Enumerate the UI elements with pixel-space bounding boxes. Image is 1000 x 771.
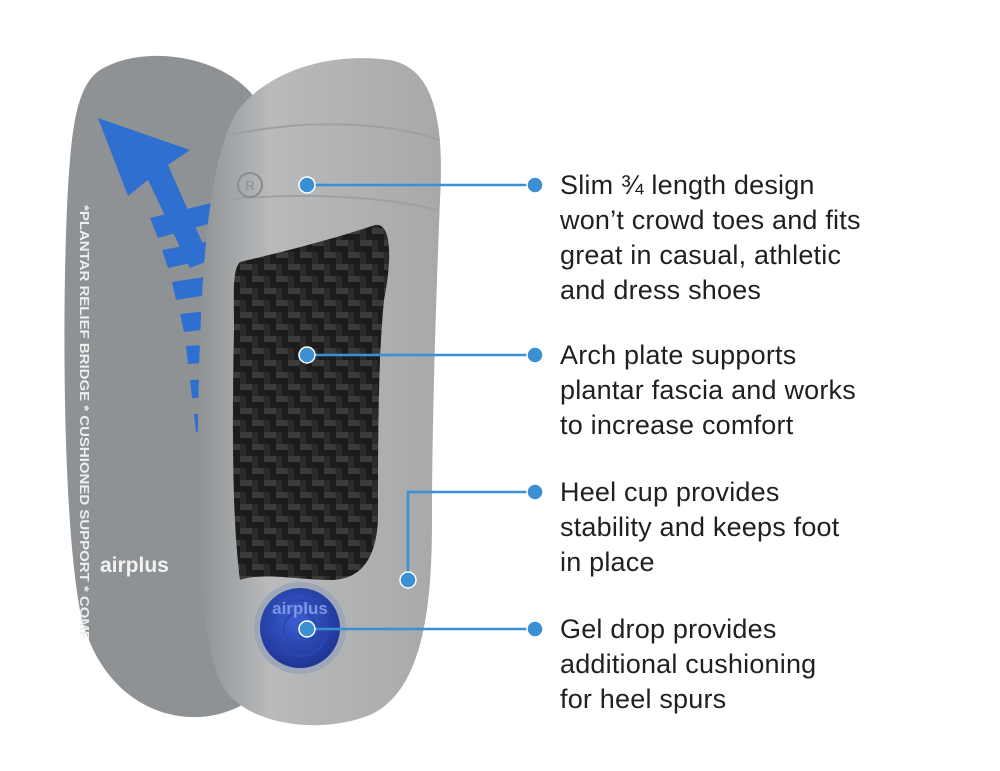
svg-text:R: R <box>245 178 254 193</box>
target-dot-icon <box>399 571 417 589</box>
carbon-arch-plate <box>232 224 390 580</box>
callout-dot-icon <box>526 176 544 194</box>
callout-dot-icon <box>526 483 544 501</box>
target-dot-icon <box>298 176 316 194</box>
callout-leaders <box>298 176 544 638</box>
leader-line-heel-cup <box>406 490 535 580</box>
callout-arch-plate: Arch plate supports plantar fascia and w… <box>560 340 856 440</box>
callout-toe-area: Slim ¾ length design won’t crowd toes an… <box>560 170 861 305</box>
registered-mark-icon <box>237 172 263 198</box>
callout-dot-icon <box>526 620 544 638</box>
gel-logo: airplus <box>272 599 328 618</box>
side-printed-text: *PLANTAR RELIEF BRIDGE * CUSHIONED SUPPO… <box>77 205 92 640</box>
callout-dot-icon <box>526 346 544 364</box>
target-dot-icon <box>298 620 316 638</box>
callout-heel-cup: Heel cup provides stability and keeps fo… <box>560 477 840 577</box>
callout-gel-drop: Gel drop provides additional cushioning … <box>560 614 817 714</box>
target-dot-icon <box>298 346 316 364</box>
front-insole: R airplus <box>197 58 441 726</box>
airplus-logo: airplus <box>100 554 169 577</box>
